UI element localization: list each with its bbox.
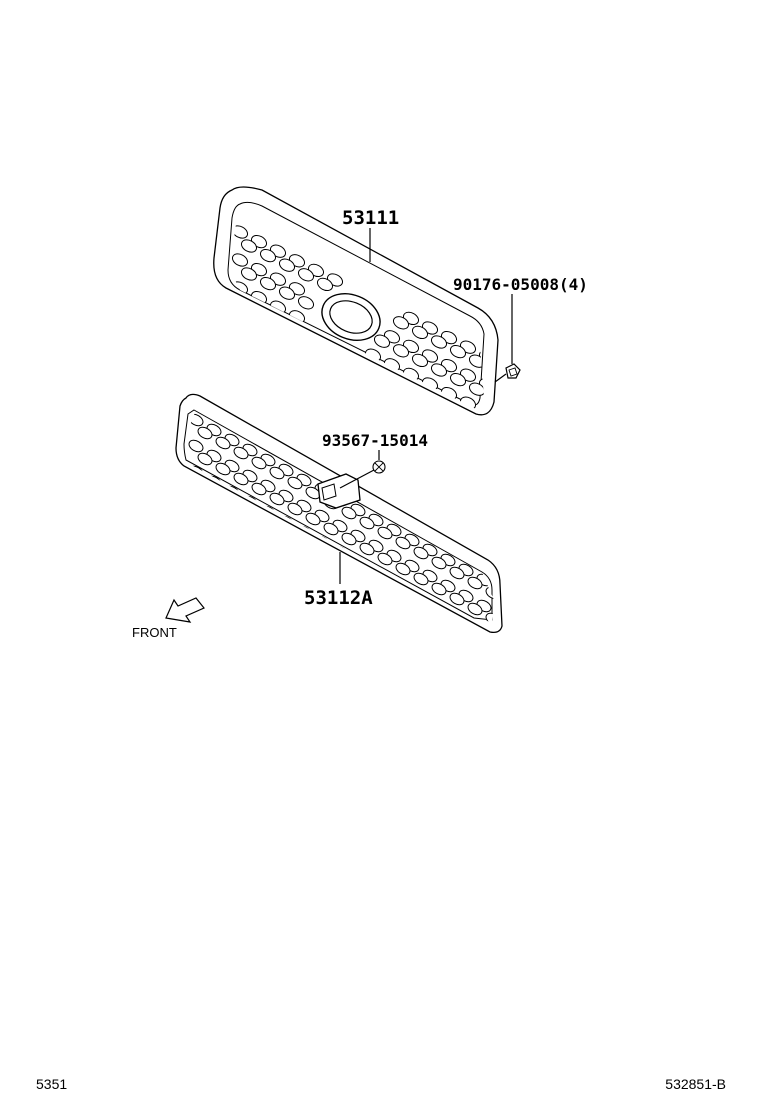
- mesh-cell: [197, 452, 213, 466]
- mesh-cell: [449, 566, 465, 580]
- mesh-cell: [297, 268, 315, 282]
- mesh-cell: [377, 526, 393, 540]
- mesh-cell: [188, 439, 204, 453]
- label-clip: 90176-05008(4): [453, 275, 588, 294]
- mesh-cell: [449, 592, 465, 606]
- mesh-cell: [316, 277, 334, 292]
- mesh-cell: [251, 482, 267, 496]
- mesh-cell: [486, 418, 505, 435]
- mesh-cell: [468, 382, 484, 396]
- mesh-cell: [259, 276, 277, 291]
- mesh-cell: [269, 492, 285, 506]
- mesh-cell: [392, 344, 410, 358]
- mesh-cell: [431, 582, 447, 596]
- label-lower-grille: 53112A: [304, 587, 373, 609]
- mesh-cell: [413, 546, 429, 560]
- mesh-cell: [197, 426, 213, 440]
- mesh-cell: [449, 372, 467, 387]
- mesh-cell: [323, 522, 339, 536]
- mesh-cell: [231, 253, 249, 267]
- mesh-cell: [373, 334, 391, 348]
- label-upper-grille: 53111: [342, 207, 399, 229]
- mesh-cell: [377, 552, 393, 566]
- mesh-cell: [430, 363, 448, 377]
- mesh-cell: [341, 532, 357, 546]
- label-screw: 93567-15014: [322, 431, 428, 450]
- mesh-cell: [411, 325, 429, 340]
- mesh-cell: [251, 456, 267, 470]
- mesh-cell: [215, 436, 231, 450]
- mesh-cell: [269, 466, 285, 480]
- screw-part: [339, 460, 386, 489]
- mesh-cell: [297, 296, 315, 310]
- mesh-cell: [240, 267, 258, 281]
- mesh-cell: [430, 335, 448, 349]
- mesh-cell: [467, 576, 483, 590]
- mesh-cell: [278, 286, 296, 300]
- emblem-opening: [329, 300, 373, 334]
- label-front: FRONT: [132, 625, 177, 640]
- mesh-cell: [287, 502, 303, 516]
- footer-figure-code: 532851-B: [665, 1076, 726, 1092]
- mesh-cell: [395, 536, 411, 550]
- mesh-cell: [468, 354, 484, 368]
- mesh-cell: [215, 462, 231, 476]
- mesh-cell: [431, 556, 447, 570]
- mesh-cell: [233, 446, 249, 460]
- mesh-cell: [392, 316, 410, 330]
- mesh-cell: [395, 562, 411, 576]
- front-arrow-icon: [165, 597, 205, 623]
- mesh-cell: [305, 512, 321, 526]
- mesh-cell: [413, 572, 429, 586]
- mesh-cell: [359, 516, 375, 530]
- mesh-cell: [449, 344, 467, 359]
- mesh-cell: [259, 248, 277, 263]
- mesh-cell: [411, 353, 429, 368]
- mesh-cell: [341, 506, 357, 520]
- mesh-cell: [240, 239, 258, 253]
- footer-page-code: 5351: [36, 1076, 68, 1092]
- clip-part: [494, 363, 521, 383]
- mesh-cell: [359, 542, 375, 556]
- mesh-cell: [278, 258, 296, 272]
- mesh-cell: [233, 472, 249, 486]
- mesh-cell: [287, 476, 303, 490]
- mesh-cell: [467, 602, 483, 616]
